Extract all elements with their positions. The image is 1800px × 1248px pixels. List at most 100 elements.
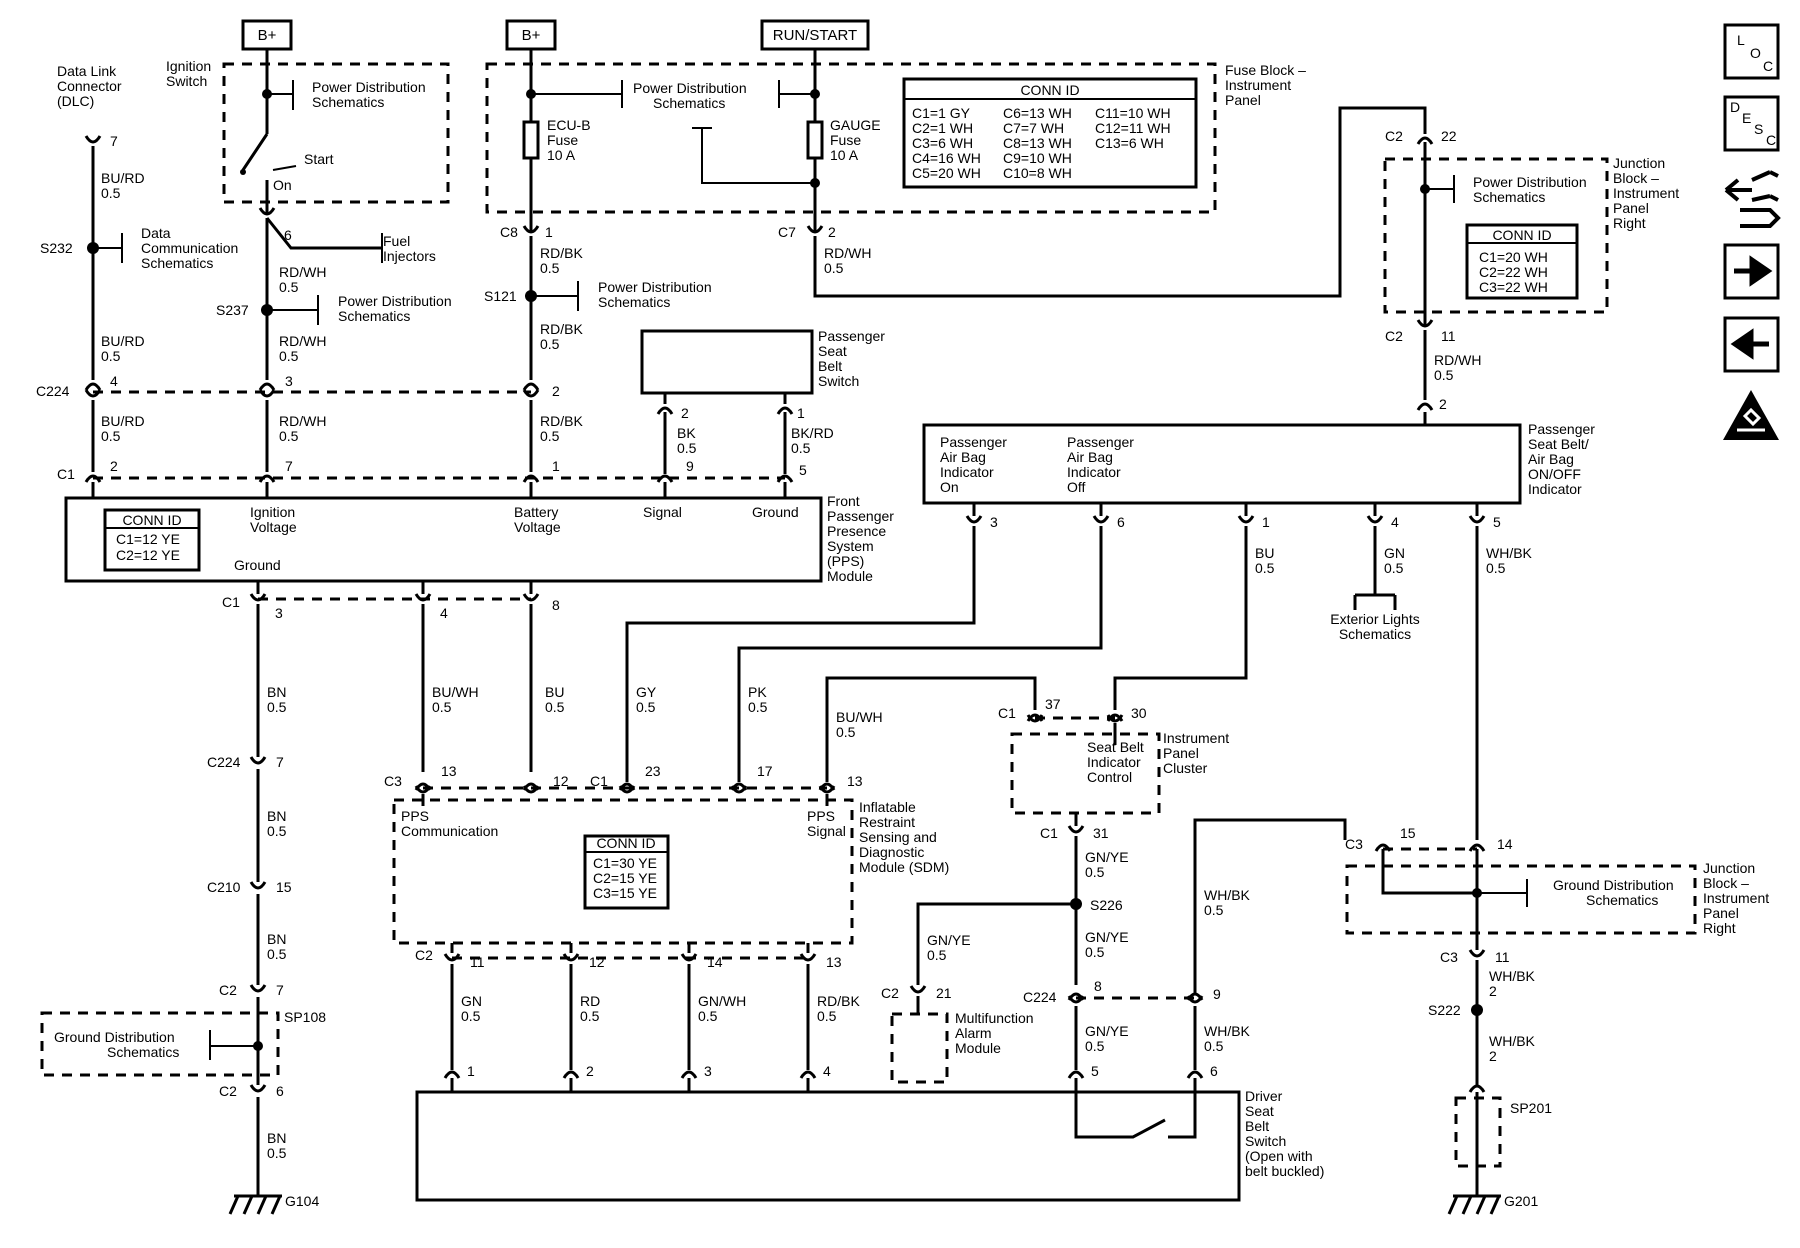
wire-label: RD/WH — [279, 264, 326, 280]
wire-label: BK — [677, 425, 696, 441]
svg-text:Panel: Panel — [1225, 92, 1261, 108]
svg-text:Power Distribution: Power Distribution — [1473, 174, 1587, 190]
dlc: Data Link Connector (DLC) 7 — [57, 63, 122, 149]
gn-wire-ext-lights — [1353, 526, 1397, 610]
warning-triangle-icon[interactable] — [1723, 390, 1779, 440]
connector-label: C210 — [207, 879, 241, 895]
svg-text:4: 4 — [440, 605, 448, 621]
svg-text:6: 6 — [1117, 514, 1125, 530]
svg-text:Ground: Ground — [752, 504, 799, 520]
svg-text:Air Bag: Air Bag — [1067, 449, 1113, 465]
passenger-seat-belt-switch: Passenger Seat Belt Switch 2 1 — [640, 328, 885, 421]
wire-label: GN/YE — [1085, 849, 1129, 865]
svg-text:C1: C1 — [998, 705, 1016, 721]
svg-text:C2: C2 — [415, 947, 433, 963]
svg-text:11: 11 — [1495, 949, 1510, 965]
connector-end-view-icon[interactable] — [1724, 170, 1781, 228]
pin — [249, 755, 267, 765]
svg-text:C1=20 WH: C1=20 WH — [1479, 249, 1548, 265]
ground-label: G201 — [1504, 1193, 1538, 1209]
svg-text:SP108: SP108 — [284, 1009, 326, 1025]
svg-text:14: 14 — [707, 954, 723, 970]
wire-gauge: 0.5 — [540, 428, 560, 444]
svg-text:2: 2 — [681, 405, 689, 421]
svg-text:6: 6 — [284, 227, 292, 243]
wire-label: GN/YE — [927, 932, 971, 948]
connector-label: C2 — [219, 1083, 237, 1099]
wire-gauge: 0.5 — [836, 724, 856, 740]
svg-text:Module (SDM): Module (SDM) — [859, 859, 949, 875]
svg-text:2: 2 — [586, 1063, 594, 1079]
svg-text:Belt: Belt — [1245, 1118, 1269, 1134]
svg-text:Indicator: Indicator — [940, 464, 994, 480]
wire-label: WH/BK — [1204, 1023, 1251, 1039]
wire-label: BN — [267, 1130, 286, 1146]
svg-text:Right: Right — [1613, 215, 1646, 231]
ref-text: Data — [141, 225, 171, 241]
wire-label: RD/WH — [279, 413, 326, 429]
wire-gauge: 0.5 — [267, 946, 287, 962]
svg-text:C10=8 WH: C10=8 WH — [1003, 165, 1072, 181]
svg-text:Seat: Seat — [1245, 1103, 1274, 1119]
wire-gauge: 0.5 — [1255, 560, 1275, 576]
wire-label: RD/WH — [824, 245, 871, 261]
connector-c1-pps-row: C1 2 7 1 9 5 — [57, 458, 807, 484]
svg-text:CONN ID: CONN ID — [596, 835, 655, 851]
wire-label: GN — [461, 993, 482, 1009]
svg-text:31: 31 — [1093, 825, 1109, 841]
svg-text:B+: B+ — [258, 27, 277, 44]
svg-text:S: S — [1754, 121, 1763, 137]
location-button[interactable]: L O C — [1723, 23, 1780, 80]
wire-gauge: 0.5 — [432, 699, 452, 715]
wire-label: WH/BK — [1489, 968, 1536, 984]
description-button[interactable]: D E S C — [1723, 95, 1780, 152]
sp201-ground: SP201 — [1454, 1084, 1552, 1188]
svg-text:3: 3 — [990, 514, 998, 530]
ref-text: Fuel — [383, 233, 410, 249]
wire-label: BU/RD — [101, 413, 145, 429]
previous-arrow-icon[interactable] — [1723, 316, 1780, 373]
svg-text:C224: C224 — [36, 383, 70, 399]
wire-gauge: 0.5 — [817, 1008, 837, 1024]
wire-gauge: 0.5 — [267, 1145, 287, 1161]
svg-text:Sensing and: Sensing and — [859, 829, 937, 845]
wire-gauge: 0.5 — [540, 336, 560, 352]
svg-text:C2=12 YE: C2=12 YE — [116, 547, 180, 563]
svg-text:C: C — [1766, 132, 1776, 148]
wire-gauge: 2 — [1489, 983, 1497, 999]
svg-text:C2=22 WH: C2=22 WH — [1479, 264, 1548, 280]
svg-text:Signal: Signal — [807, 823, 846, 839]
svg-text:Signal: Signal — [643, 504, 682, 520]
svg-text:PPS: PPS — [401, 808, 429, 824]
c224-to-c1-wires — [91, 400, 533, 472]
svg-text:ECU-B: ECU-B — [547, 117, 591, 133]
svg-text:L: L — [1737, 32, 1745, 48]
gy-wire — [625, 526, 976, 782]
svg-text:C2=1 WH: C2=1 WH — [912, 120, 973, 136]
svg-text:1: 1 — [797, 405, 805, 421]
svg-text:Ignition: Ignition — [166, 58, 211, 74]
svg-text:Schematics: Schematics — [312, 94, 384, 110]
fuse-block-instrument-panel: Fuse Block – Instrument Panel Power Dist… — [485, 49, 1306, 240]
svg-text:C2=15 YE: C2=15 YE — [593, 870, 657, 886]
wire-gauge: 0.5 — [1486, 560, 1506, 576]
wire-gauge: 0.5 — [1085, 1038, 1105, 1054]
wire-gauge: 0.5 — [279, 428, 299, 444]
svg-text:Schematics: Schematics — [1473, 189, 1545, 205]
svg-text:Power Distribution: Power Distribution — [633, 80, 747, 96]
svg-text:Front: Front — [827, 493, 860, 509]
svg-text:ON/OFF: ON/OFF — [1528, 466, 1581, 482]
wire-label: GN/YE — [1085, 1023, 1129, 1039]
wire-label: BN — [267, 931, 286, 947]
sdm-module: C3 13 12 C1 23 17 13 PPS Communication P… — [384, 763, 949, 970]
next-arrow-icon[interactable] — [1723, 243, 1780, 300]
svg-text:On: On — [273, 177, 292, 193]
svg-text:C1: C1 — [590, 773, 608, 789]
svg-text:14: 14 — [1497, 836, 1513, 852]
svg-text:C3: C3 — [1345, 836, 1363, 852]
svg-text:5: 5 — [1493, 514, 1501, 530]
svg-text:Passenger: Passenger — [818, 328, 885, 344]
passenger-airbag-indicator: Passenger Air Bag Indicator On Passenger… — [922, 412, 1595, 530]
svg-text:Passenger: Passenger — [940, 434, 1007, 450]
